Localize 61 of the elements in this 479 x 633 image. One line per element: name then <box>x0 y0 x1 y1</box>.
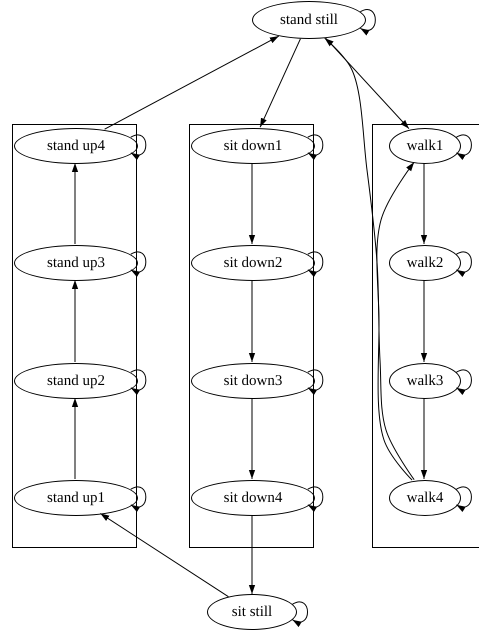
arrow <box>420 162 428 244</box>
state-label: stand up3 <box>47 254 105 272</box>
state-label: sit down4 <box>224 490 282 506</box>
state-label: sit still <box>232 604 272 620</box>
state-ellipse <box>14 480 138 516</box>
state-ellipse <box>389 245 461 281</box>
arrow <box>72 280 78 362</box>
self-loop-arrow <box>307 134 324 160</box>
state-ellipse <box>191 128 315 164</box>
state-ellipse <box>389 128 461 164</box>
state-ellipse <box>14 245 138 281</box>
state-ellipse <box>389 363 461 399</box>
state-ellipse <box>252 1 366 39</box>
state-ellipse <box>207 594 297 630</box>
state-label: walk4 <box>406 490 444 506</box>
state-ellipse <box>191 245 315 281</box>
self-loop-arrow <box>456 370 472 394</box>
state-label: sit down2 <box>224 254 282 272</box>
self-loop-arrow <box>130 134 146 160</box>
arrow <box>324 38 415 480</box>
state-label: stand up4 <box>47 138 105 154</box>
self-loop-arrow <box>456 134 472 160</box>
state-label: walk2 <box>406 254 444 272</box>
cluster-frame <box>372 124 479 548</box>
arrow <box>100 512 229 598</box>
state-ellipse <box>191 363 315 399</box>
self-loop-arrow <box>130 370 146 394</box>
arrow <box>104 36 280 130</box>
arrow <box>248 162 256 244</box>
arrow <box>420 280 428 362</box>
cluster-frame <box>189 124 314 548</box>
state-ellipse <box>14 363 138 399</box>
arrow <box>248 280 256 362</box>
self-loop-arrow <box>456 252 472 276</box>
state-label: sit down3 <box>224 372 282 390</box>
self-loop-arrow <box>292 602 308 626</box>
self-loop-arrow <box>360 9 376 35</box>
arrow <box>325 38 410 130</box>
self-loop-arrow <box>130 486 146 512</box>
self-loop-arrow <box>307 370 324 394</box>
arrow <box>376 162 415 481</box>
arrow <box>72 398 78 480</box>
state-ellipse <box>14 128 138 164</box>
cluster-frame <box>12 124 137 548</box>
self-loop-arrow <box>456 486 472 512</box>
self-loop-arrow <box>307 486 324 512</box>
arrow <box>72 162 78 244</box>
state-label: stand up2 <box>47 372 105 390</box>
arrow <box>248 398 256 480</box>
state-label: stand up1 <box>47 490 105 506</box>
state-label: sit down1 <box>224 138 282 154</box>
state-label: walk3 <box>406 372 444 390</box>
arrow <box>248 514 256 594</box>
state-label: walk1 <box>406 138 444 154</box>
state-label: stand still <box>280 12 338 28</box>
arrow <box>420 398 428 480</box>
self-loop-arrow <box>130 252 146 276</box>
self-loop-arrow <box>307 252 324 276</box>
state-ellipse <box>191 480 315 516</box>
arrow <box>260 38 301 128</box>
state-ellipse <box>389 480 461 516</box>
